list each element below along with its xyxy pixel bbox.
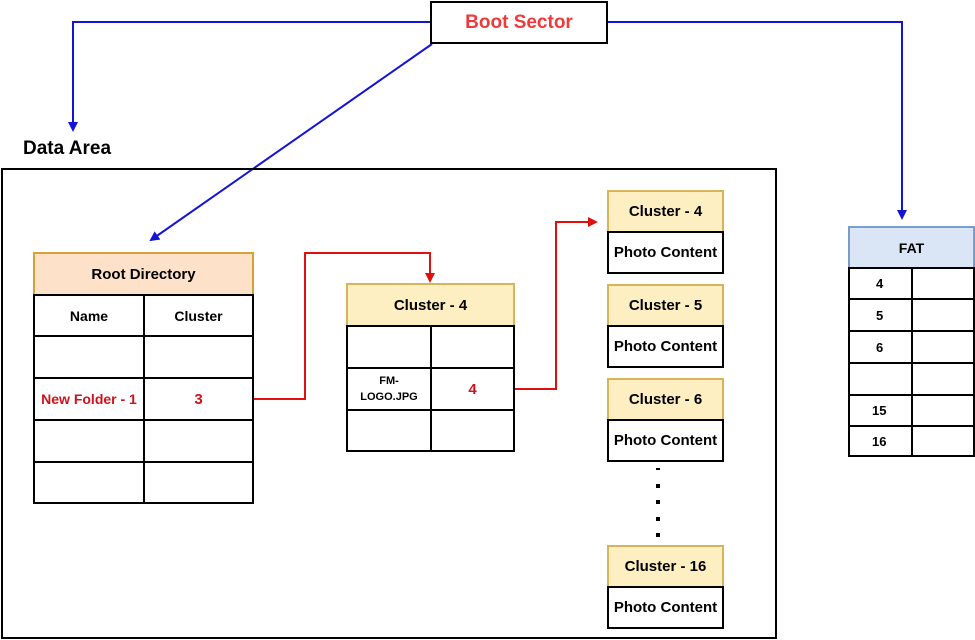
boot-to-fat-arrow <box>608 21 907 220</box>
boot-to-root-directory-arrow <box>149 43 433 242</box>
ellipsis-dot <box>656 533 660 537</box>
content-cluster-title: Cluster - 5 <box>607 284 724 327</box>
table-cell <box>33 461 145 504</box>
table-cell <box>33 335 145 379</box>
table-cell <box>143 419 254 463</box>
ellipsis-dot <box>656 468 660 470</box>
root-to-folder-cluster-arrow <box>254 252 435 400</box>
content-cluster-title: Cluster - 6 <box>607 378 724 421</box>
root-directory-header-name: Name <box>33 294 145 337</box>
table-cell <box>430 325 515 369</box>
boot-to-data-area-arrow <box>68 21 430 132</box>
fat-value <box>911 267 975 300</box>
content-cluster-body: Photo Content <box>607 586 724 629</box>
table-cell <box>346 409 432 452</box>
folder-entry-name: FM- LOGO.JPG <box>346 367 432 411</box>
ellipsis-dot <box>656 500 660 504</box>
folder-cluster-to-content-arrow <box>515 217 598 390</box>
root-directory-header-cluster: Cluster <box>143 294 254 337</box>
data-area-frame <box>1 168 777 639</box>
boot-sector-box: Boot Sector <box>430 1 608 44</box>
fat-index: 4 <box>848 267 913 300</box>
table-cell <box>143 335 254 379</box>
fat-index <box>848 362 913 396</box>
content-cluster-body: Photo Content <box>607 325 724 368</box>
fat-index: 16 <box>848 425 913 457</box>
fat-value <box>911 425 975 457</box>
content-cluster-body: Photo Content <box>607 231 724 274</box>
content-cluster-title: Cluster - 16 <box>607 545 724 588</box>
ellipsis-dot <box>656 517 660 521</box>
table-cell <box>430 409 515 452</box>
fat-value <box>911 298 975 332</box>
table-cell <box>33 419 145 463</box>
boot-sector-label: Boot Sector <box>465 11 573 33</box>
folder-entry-cluster: 4 <box>430 367 515 411</box>
table-cell <box>346 325 432 369</box>
folder-cluster-title: Cluster - 4 <box>346 283 515 327</box>
fat-title: FAT <box>848 226 975 269</box>
fat-value <box>911 330 975 364</box>
ellipsis-dot <box>656 484 660 488</box>
root-entry-name: New Folder - 1 <box>33 377 145 421</box>
content-cluster-title: Cluster - 4 <box>607 190 724 233</box>
fat-index: 6 <box>848 330 913 364</box>
table-cell <box>143 461 254 504</box>
root-entry-cluster: 3 <box>143 377 254 421</box>
fat-index: 15 <box>848 394 913 427</box>
fat-index: 5 <box>848 298 913 332</box>
fat-value <box>911 394 975 427</box>
root-directory-title: Root Directory <box>33 252 254 296</box>
data-area-label: Data Area <box>23 138 112 159</box>
fat-value <box>911 362 975 396</box>
content-cluster-body: Photo Content <box>607 419 724 462</box>
